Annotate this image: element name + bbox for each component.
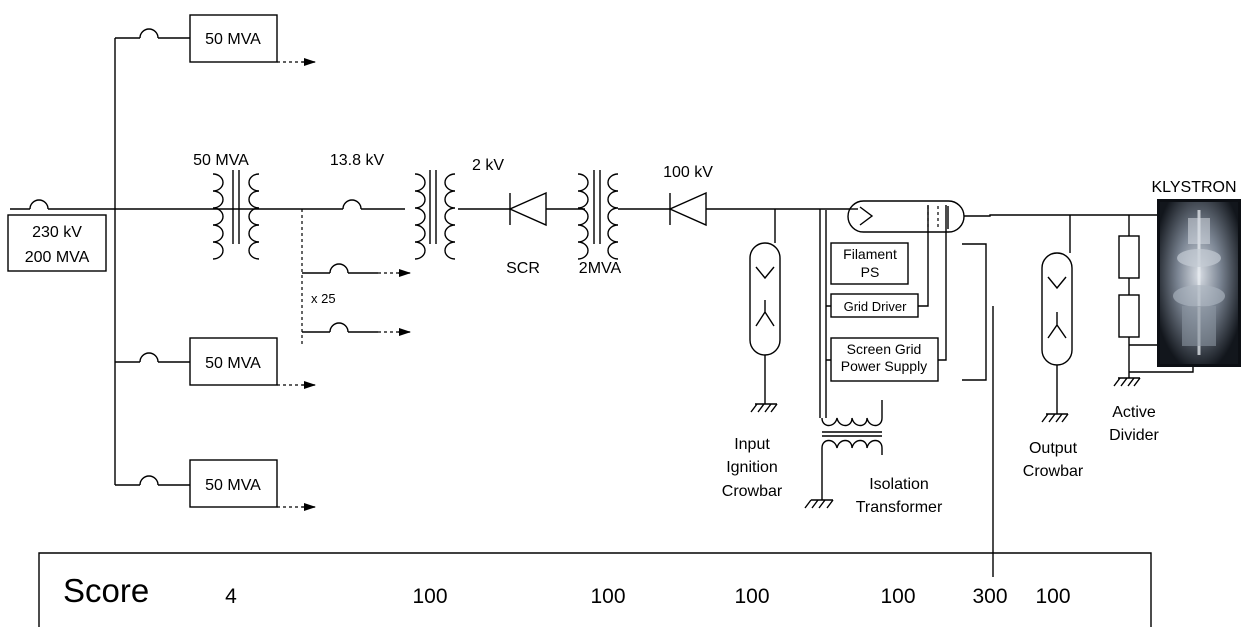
breaker-13kv	[342, 199, 362, 210]
aux-branch-bottom	[115, 459, 316, 511]
scr-label: SCR	[506, 260, 540, 277]
input-crowbar-label-3: Crowbar	[722, 483, 783, 500]
score-panel	[38, 552, 1152, 627]
filament-label-1: Filament	[843, 246, 897, 262]
score-value-4: 100	[734, 585, 769, 608]
score-value-6: 300	[972, 585, 1007, 608]
score-value-5: 100	[880, 585, 915, 608]
isolation-label-2: Transformer	[856, 499, 943, 516]
x25-fanout	[301, 209, 411, 345]
t1-label: 50 MVA	[193, 152, 249, 169]
rectifier-diode	[668, 191, 707, 227]
score-value-1: 4	[225, 585, 237, 608]
main-breaker-symbol	[29, 199, 49, 210]
transformer-13kv-2kv	[414, 170, 456, 260]
screen-grid-label-2: Power Supply	[841, 358, 927, 374]
aux-box-2-label: 50 MVA	[205, 355, 261, 372]
modulator-block	[804, 205, 947, 509]
klystron-image	[1157, 199, 1241, 367]
transformer-2mva	[577, 170, 619, 260]
input-crowbar-label-1: Input	[734, 436, 770, 453]
score-value-7: 100	[1035, 585, 1070, 608]
score-value-3: 100	[590, 585, 625, 608]
active-divider-label-1: Active	[1112, 404, 1156, 421]
source-power: 200 MVA	[25, 249, 90, 266]
screen-grid-label-1: Screen Grid	[847, 341, 922, 357]
filament-label-2: PS	[861, 264, 880, 280]
scr-symbol	[508, 191, 547, 227]
aux-branch-mid	[115, 337, 316, 389]
klystron-label: KLYSTRON	[1151, 179, 1236, 196]
score-title: Score	[63, 572, 149, 609]
input-crowbar-label-2: Ignition	[726, 459, 778, 476]
x25-label: x 25	[311, 291, 336, 306]
isolation-label-1: Isolation	[869, 476, 929, 493]
input-crowbar	[749, 209, 781, 413]
tube-bracket	[962, 243, 987, 381]
aux-box-3-label: 50 MVA	[205, 477, 261, 494]
transformer-50mva	[212, 170, 260, 260]
source-voltage: 230 kV	[32, 224, 82, 241]
score-value-2: 100	[412, 585, 447, 608]
source-box	[7, 214, 107, 272]
switch-tube	[847, 200, 1190, 233]
t3-label: 2 kV	[472, 157, 504, 174]
active-divider-label-2: Divider	[1109, 427, 1159, 444]
active-divider	[1113, 215, 1194, 387]
t4-label: 2MVA	[579, 260, 622, 277]
output-crowbar-label-1: Output	[1029, 440, 1078, 457]
output-crowbar-label-2: Crowbar	[1023, 463, 1084, 480]
aux-branch-top	[115, 14, 316, 66]
t2-label: 13.8 kV	[330, 152, 385, 169]
output-crowbar	[1041, 215, 1073, 423]
grid-driver-label: Grid Driver	[844, 299, 908, 314]
aux-box-1-label: 50 MVA	[205, 31, 261, 48]
100kv-label: 100 kV	[663, 164, 713, 181]
